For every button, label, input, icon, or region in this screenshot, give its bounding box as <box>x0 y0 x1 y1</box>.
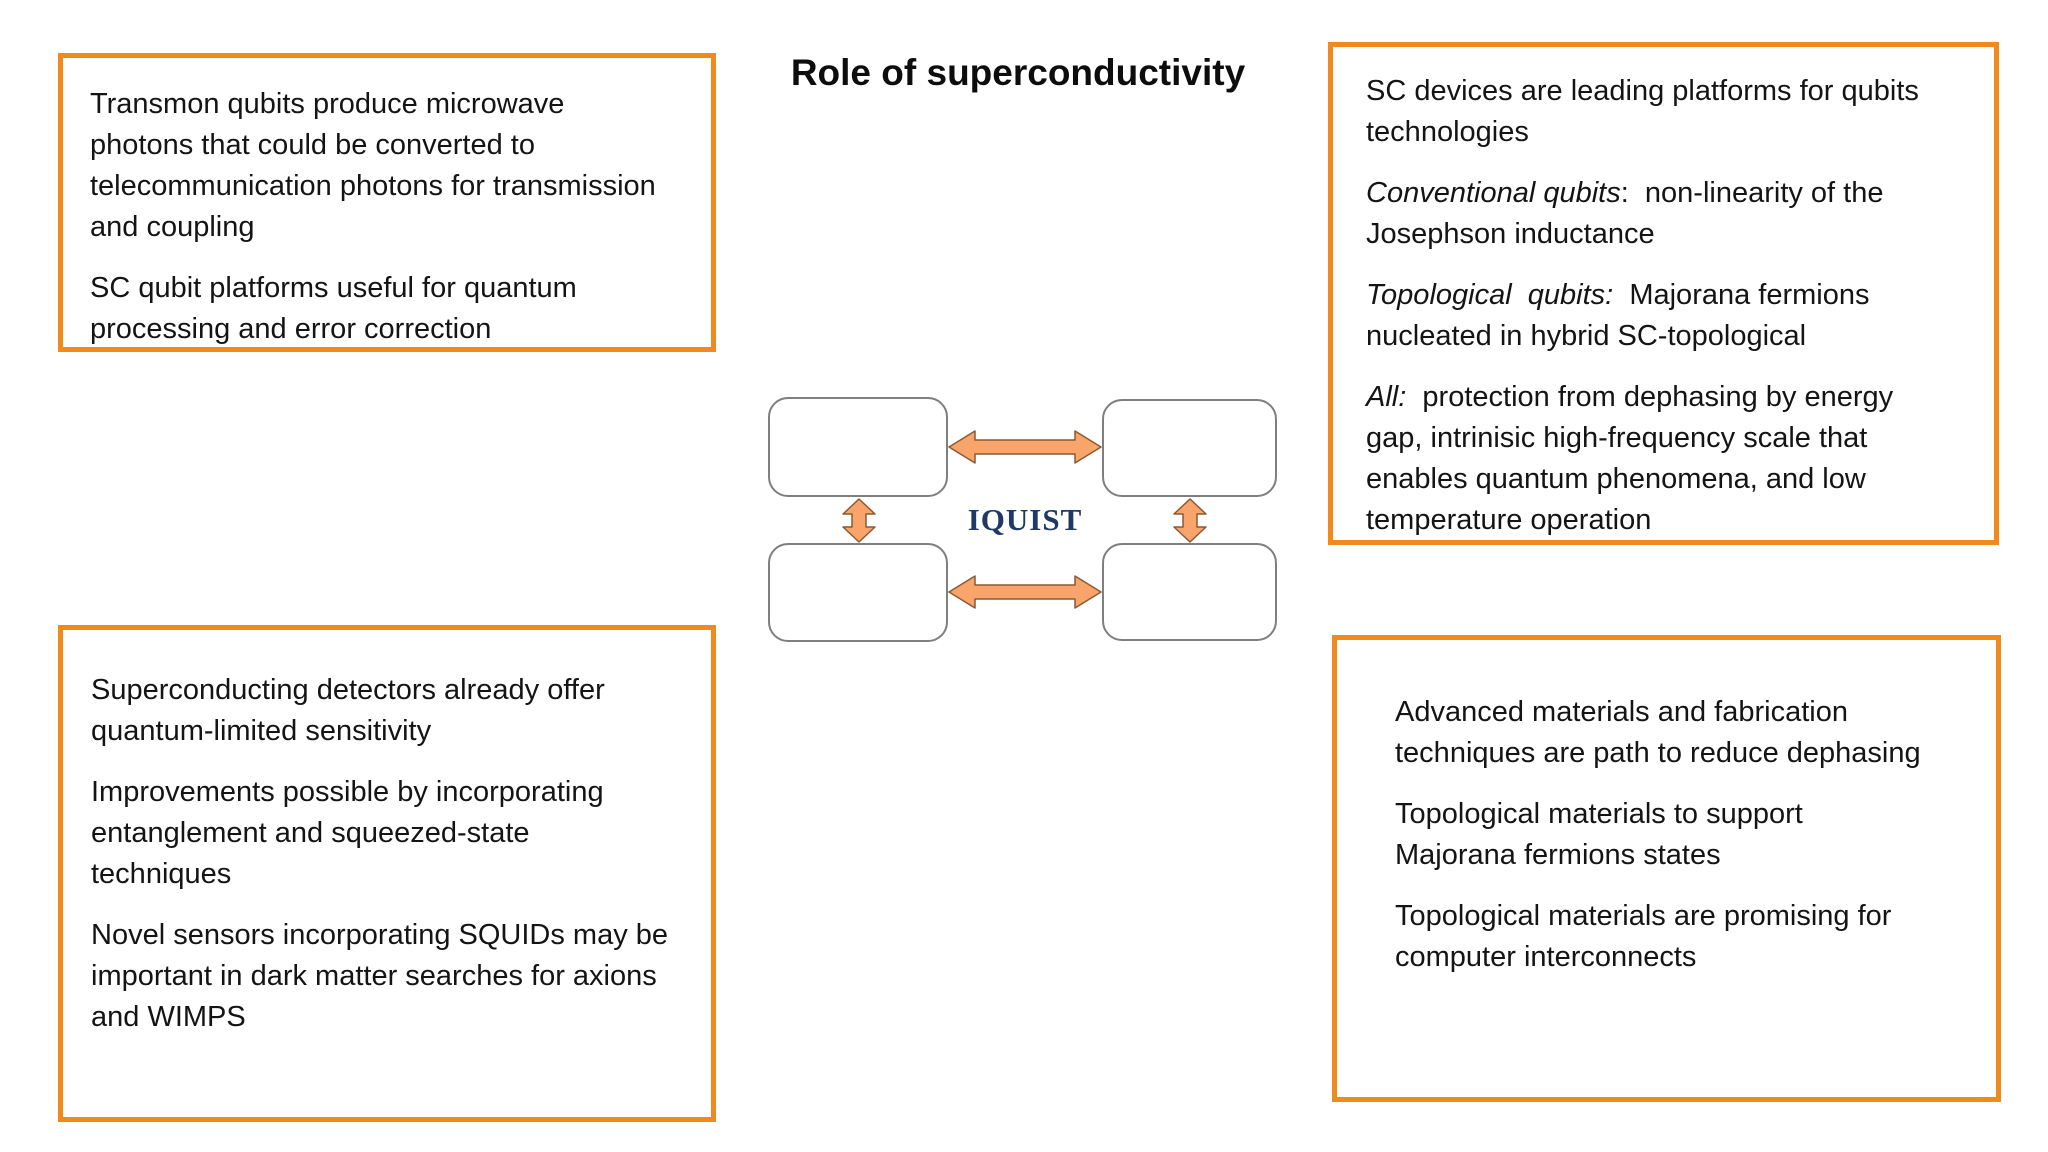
italic-lead: Topological qubits: <box>1366 279 1614 311</box>
paragraph: Topological materials to support Majoran… <box>1395 798 1803 871</box>
paragraph: Topological materials are promising for … <box>1395 900 1892 973</box>
italic-lead: Conventional qubits <box>1366 177 1621 209</box>
paragraph: Improvements possible by incorporating e… <box>91 776 604 890</box>
paragraph-rest: Majorana fermions nucleated in hybrid SC… <box>1366 279 1870 352</box>
page-title: Role of superconductivity <box>790 52 1246 93</box>
diagram-node-top-left <box>768 397 948 497</box>
callout-top-left: Transmon qubits produce microwave photon… <box>58 53 716 352</box>
diagram-node-top-right <box>1102 399 1277 497</box>
paragraph: Superconducting detectors already offer … <box>91 674 605 747</box>
paragraph: Novel sensors incorporating SQUIDs may b… <box>91 919 669 1033</box>
paragraph: Conventional qubits: non-linearity of th… <box>1366 173 1980 255</box>
italic-lead: All: <box>1366 381 1407 413</box>
callout-bottom-left: Superconducting detectors already offer … <box>58 625 716 1122</box>
double-arrow-horizontal-bottom-icon <box>948 574 1102 610</box>
diagram-node-bottom-right <box>1102 543 1277 641</box>
double-arrow-vertical-right-icon <box>1172 498 1208 543</box>
callout-top-right: SC devices are leading platforms for qub… <box>1328 42 1999 545</box>
paragraph: All: protection from dephasing by energy… <box>1366 377 1980 541</box>
double-arrow-vertical-left-icon <box>841 498 877 543</box>
paragraph: Advanced materials and fabrication techn… <box>1395 696 1921 769</box>
paragraph: Topological qubits: Majorana fermions nu… <box>1366 275 1980 357</box>
diagram-node-bottom-left <box>768 543 948 642</box>
paragraph-rest: : non-linearity of the Josephson inducta… <box>1366 177 1884 250</box>
paragraph: SC qubit platforms useful for quantum pr… <box>90 272 577 345</box>
paragraph: SC devices are leading platforms for qub… <box>1366 75 1919 148</box>
callout-bottom-right: Advanced materials and fabrication techn… <box>1332 635 2001 1102</box>
hub-label: IQUIST <box>967 502 1083 537</box>
paragraph-rest: protection from dephasing by energy gap,… <box>1366 381 1894 536</box>
paragraph: Transmon qubits produce microwave photon… <box>90 88 656 243</box>
double-arrow-horizontal-top-icon <box>948 429 1102 465</box>
